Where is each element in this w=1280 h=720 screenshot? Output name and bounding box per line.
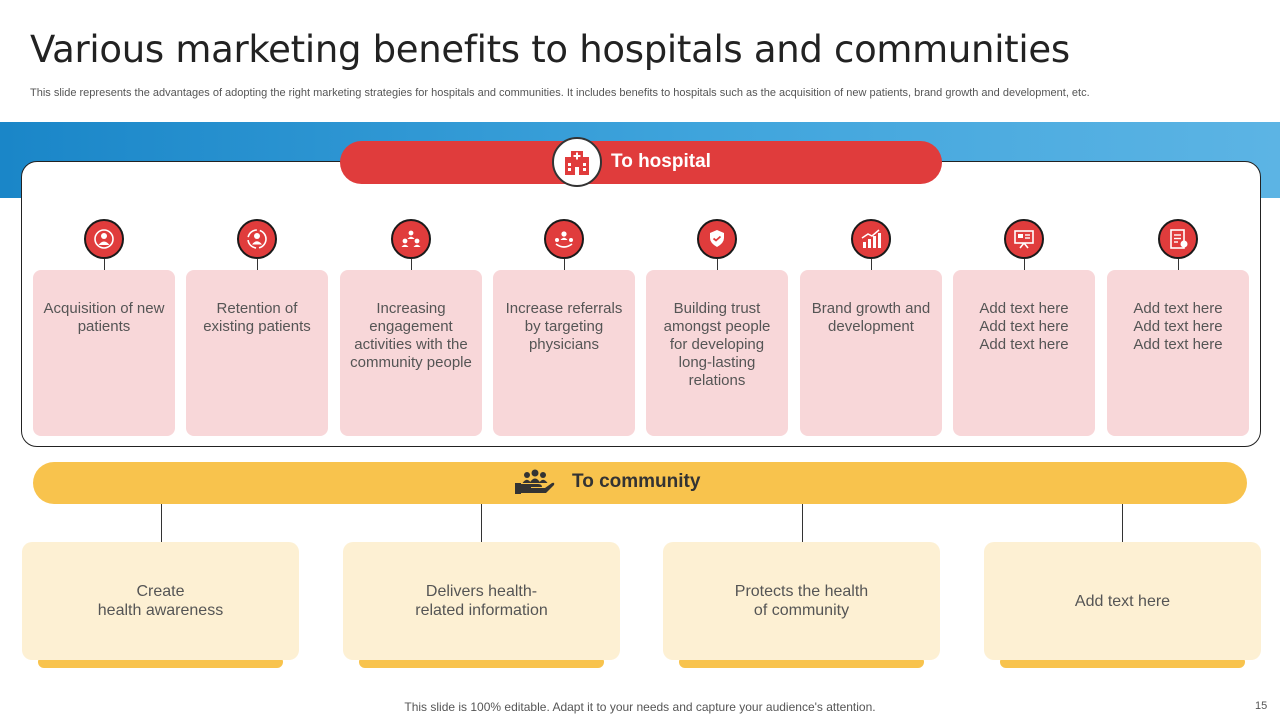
card-text-line: by targeting: [524, 318, 604, 335]
page-number: 15: [1255, 700, 1268, 712]
community-benefit-card: Delivers health- related information: [343, 542, 620, 660]
community-header-label: To community: [572, 471, 701, 492]
card-text-line: Add text here: [979, 300, 1069, 317]
connector-line: [1122, 504, 1123, 542]
footer-note: This slide is 100% editable. Adapt it to…: [404, 700, 876, 714]
card-text-line: community people: [350, 354, 472, 371]
card-text-line: Add text here: [979, 336, 1069, 353]
card-text-line: existing patients: [203, 318, 311, 335]
card-text-line: Increase referrals: [505, 300, 623, 317]
hospital-benefit-card: Retention of existing patients: [186, 270, 328, 436]
connector-line: [481, 504, 482, 542]
hospital-benefit-card: Increase referrals by targeting physicia…: [493, 270, 635, 436]
community-header-pill: [33, 462, 1247, 504]
card-text-line: physicians: [528, 336, 600, 353]
card-text-line: Retention of: [216, 300, 298, 317]
card-text-line: of community: [753, 602, 850, 619]
hospital-header-label: To hospital: [611, 151, 711, 172]
hospital-benefit-card: Add text here Add text here Add text her…: [953, 270, 1095, 436]
trust-handshake-icon: [697, 219, 737, 271]
slide-subtitle: This slide represents the advantages of …: [30, 87, 1090, 99]
hospital-benefit-card: Acquisition of new patients: [33, 270, 175, 436]
hospital-benefit-card: Increasing engagement activities with th…: [340, 270, 482, 436]
card-text-line: engagement: [369, 318, 453, 335]
card-text-line: long-lasting: [678, 354, 756, 371]
connector-line: [802, 504, 803, 542]
referral-network-icon: [544, 219, 584, 271]
hospital-building-icon: [552, 137, 602, 187]
hospital-header-pill: [340, 141, 942, 184]
card-text-line: Brand growth and: [811, 300, 931, 317]
community-engagement-icon: [391, 219, 431, 271]
card-text-line: Create: [136, 583, 185, 600]
growth-chart-icon: [851, 219, 891, 271]
card-text-line: health awareness: [97, 602, 224, 619]
card-text-line: Delivers health-: [425, 583, 538, 600]
card-text-line: Add text here: [1133, 300, 1223, 317]
presentation-board-icon: [1004, 219, 1044, 271]
patient-acquisition-icon: [84, 219, 124, 271]
card-text-line: for developing: [669, 336, 765, 353]
community-benefit-card: Add text here: [984, 542, 1261, 660]
card-text-line: relations: [688, 372, 746, 389]
slide-title: Various marketing benefits to hospitals …: [30, 28, 1070, 71]
connector-line: [161, 504, 162, 542]
card-text-line: patients: [77, 318, 131, 335]
card-text-line: activities with the: [354, 336, 468, 353]
card-text-line: Protects the health: [734, 583, 869, 600]
patient-retention-icon: [237, 219, 277, 271]
card-text-line: Acquisition of new: [43, 300, 165, 317]
card-text-line: Add text here: [1133, 318, 1223, 335]
hospital-benefit-card: Add text here Add text here Add text her…: [1107, 270, 1249, 436]
community-benefit-card: Protects the health of community: [663, 542, 940, 660]
card-text-line: Add text here: [1074, 592, 1171, 610]
hospital-benefit-card: Building trust amongst people for develo…: [646, 270, 788, 436]
card-text-line: Building trust: [673, 300, 761, 317]
card-text-line: Add text here: [979, 318, 1069, 335]
document-checklist-icon: [1158, 219, 1198, 271]
hand-people-icon: [514, 468, 556, 501]
card-text-line: development: [828, 318, 914, 335]
card-text-line: amongst people: [663, 318, 771, 335]
card-text-line: Add text here: [1133, 336, 1223, 353]
community-benefit-card: Create health awareness: [22, 542, 299, 660]
card-text-line: related information: [415, 602, 548, 619]
card-text-line: Increasing: [376, 300, 446, 317]
hospital-benefit-card: Brand growth and development: [800, 270, 942, 436]
